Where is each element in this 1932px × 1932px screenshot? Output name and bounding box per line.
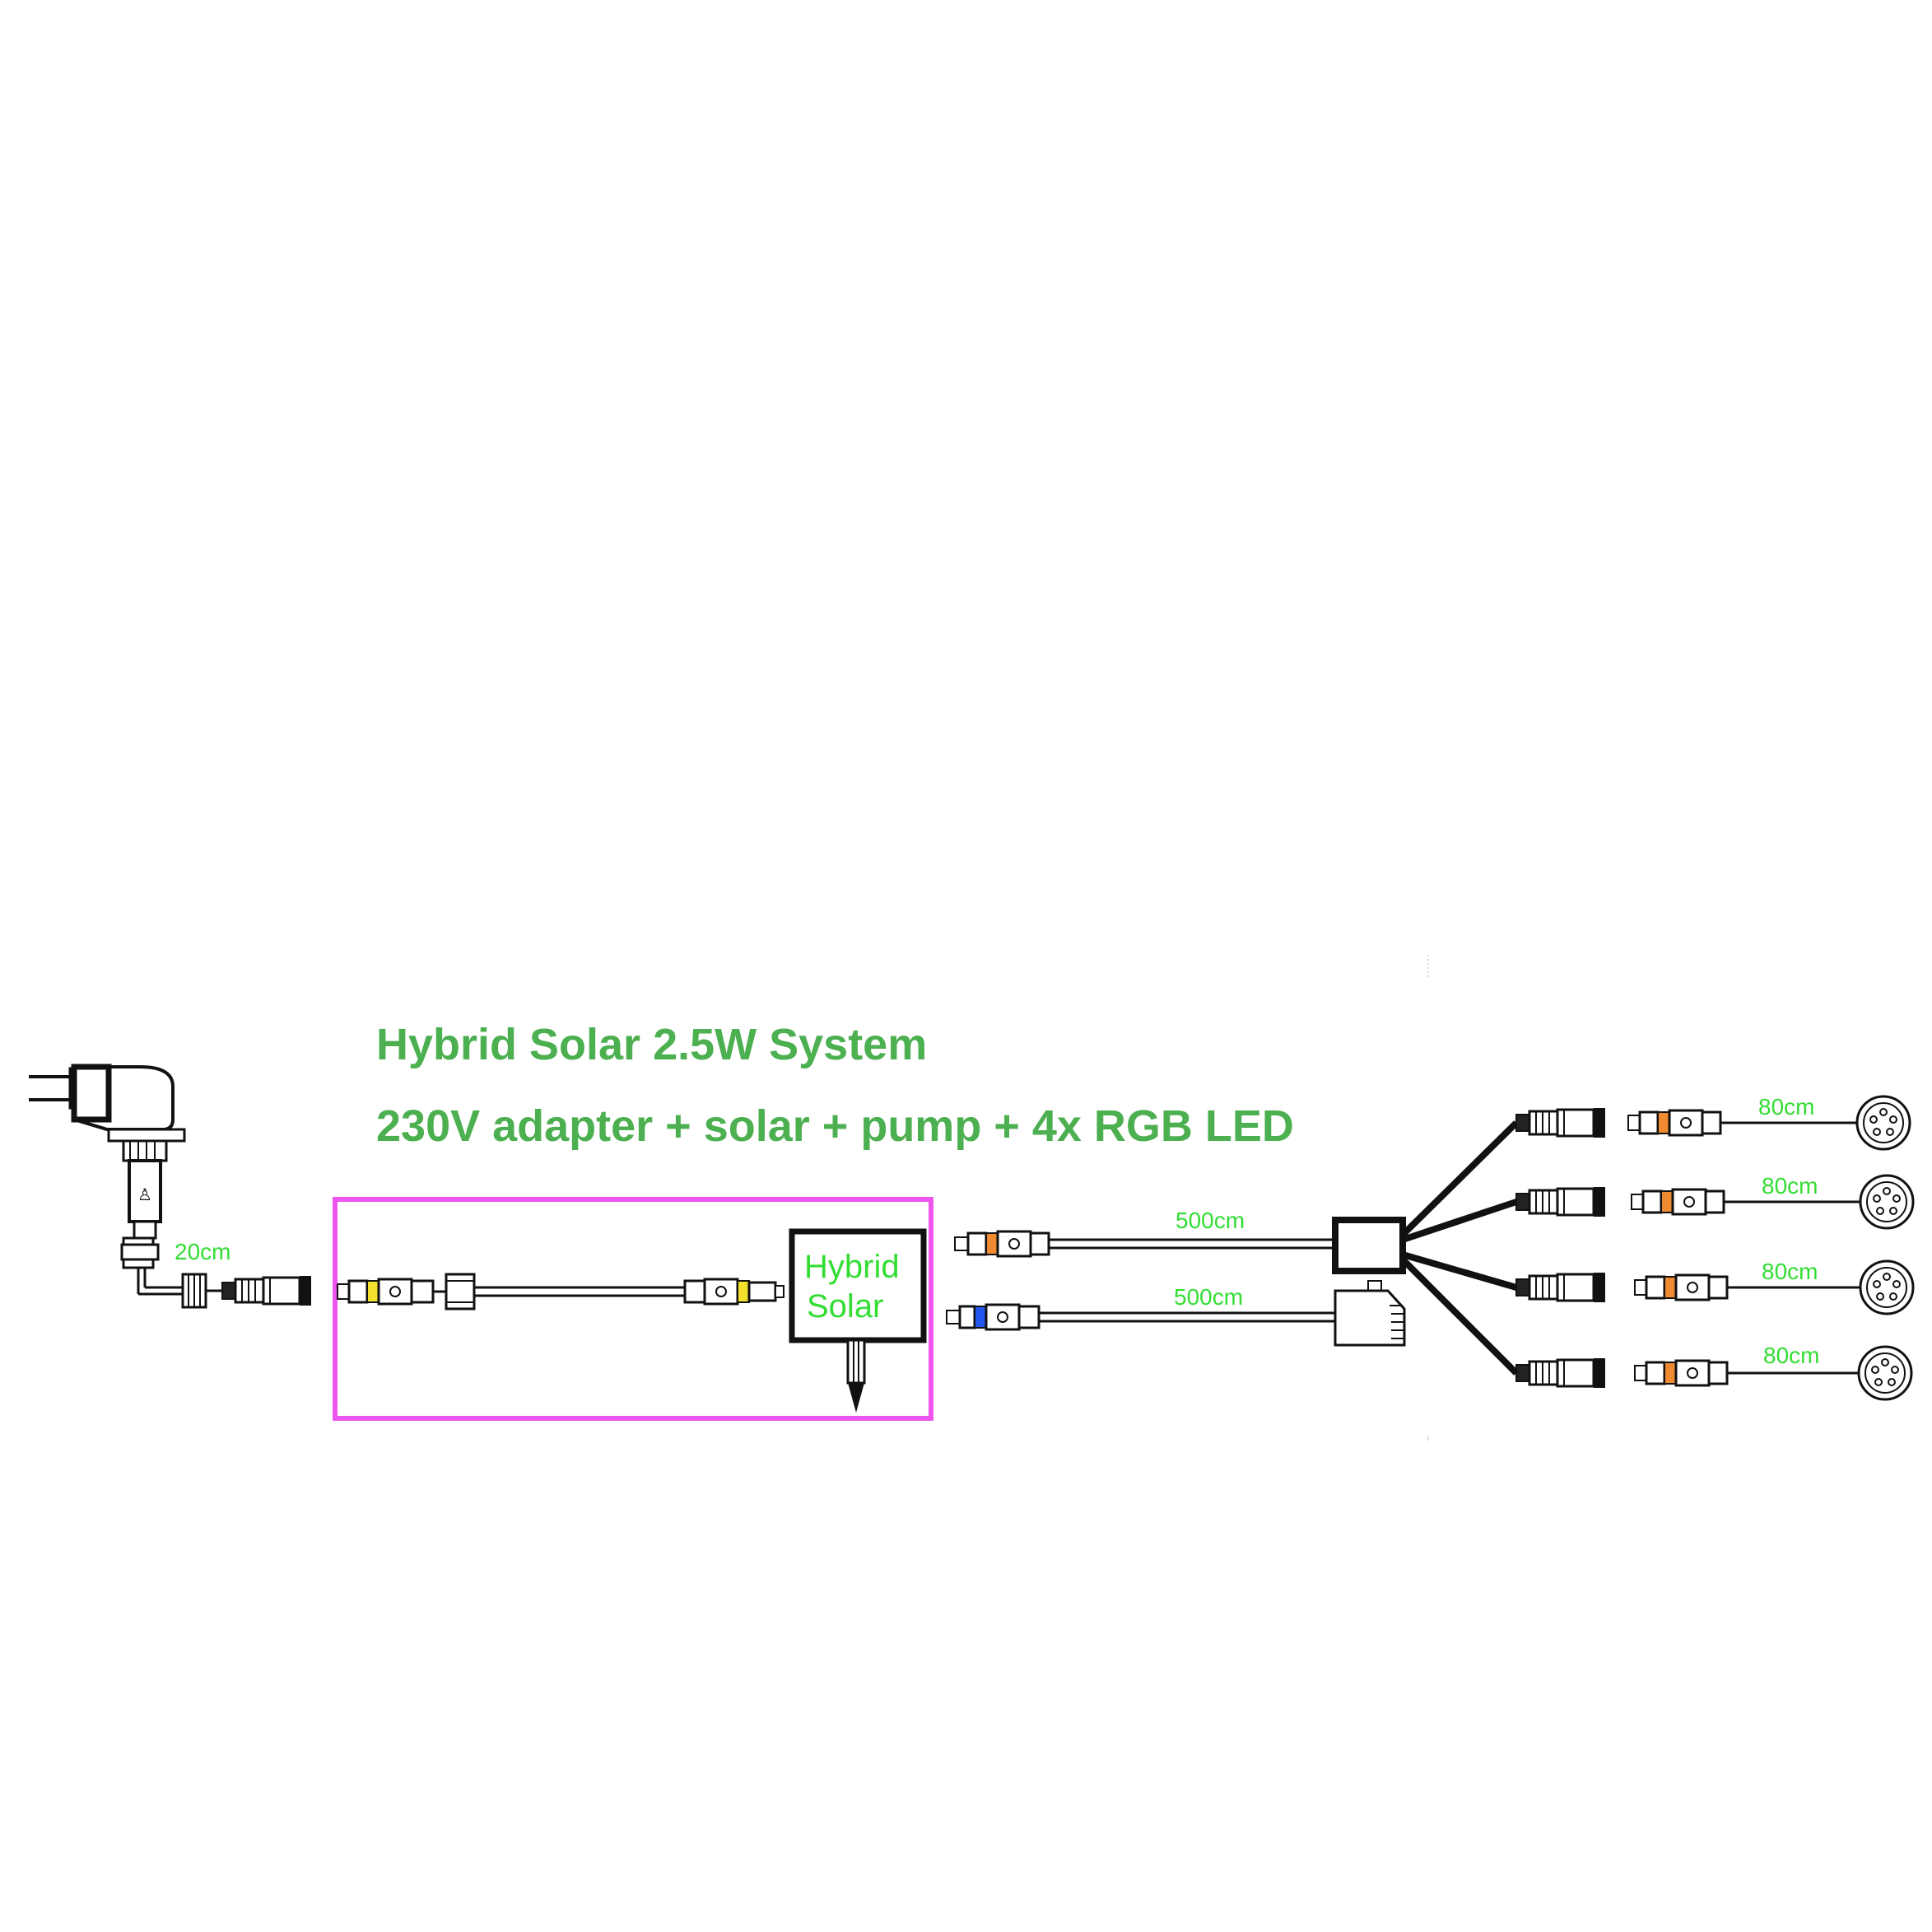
adapter-cable-length: 20cm [175,1239,230,1264]
led-branch-1 [1515,1095,1911,1151]
solar-inline-cable [337,1273,784,1311]
rgb-led-spot-icon [1859,1174,1915,1230]
splitter-cable [954,1230,1334,1258]
rgb-led-spot-icon [1859,1259,1915,1315]
led-cable-length-1: 80cm [1758,1094,1814,1120]
solar-module-highlight-frame [333,1197,933,1421]
led-branch-3 [1515,1259,1915,1315]
led-branch-2 [1515,1174,1915,1230]
solar-box-label-line1: Hybrid [804,1249,900,1285]
led-cable-length-2: 80cm [1762,1173,1818,1199]
rgb-led-spot-icon [1857,1345,1913,1401]
wall-plug-adapter-icon: ♙ [29,1064,313,1309]
solar-panel-stake-icon [789,1228,927,1413]
pump-cable [946,1303,1335,1331]
diagram-subtitle: 230V adapter + solar + pump + 4x RGB LED [376,1101,1294,1151]
splitter-cable-length: 500cm [1175,1208,1245,1233]
svg-text:♙: ♙ [137,1185,152,1204]
pump-icon [1334,1280,1406,1347]
led-cable-length-3: 80cm [1762,1259,1818,1284]
rgb-led-spot-icon [1855,1095,1911,1151]
led-branch-4 [1515,1345,1913,1401]
solar-box-label-line2: Solar [807,1288,883,1324]
splitter-hub-icon [1332,1120,1519,1376]
pump-cable-length: 500cm [1174,1284,1243,1310]
led-cable-length-4: 80cm [1763,1343,1819,1368]
diagram-title: Hybrid Solar 2.5W System [376,1020,927,1069]
